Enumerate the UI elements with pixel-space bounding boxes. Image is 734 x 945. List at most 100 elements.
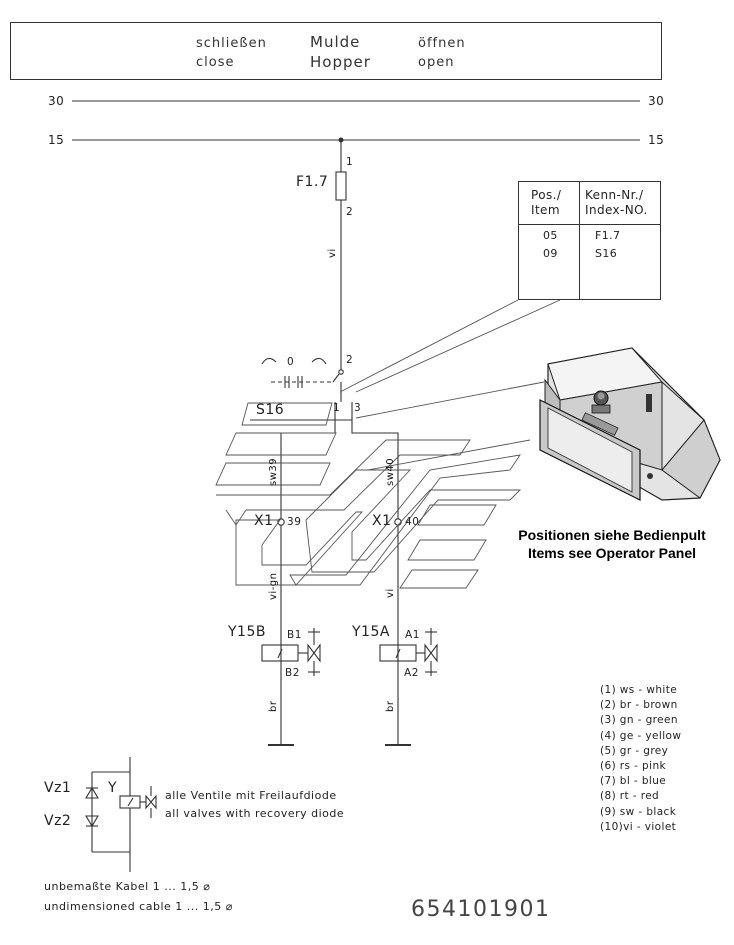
valve-y15b-symbol [307, 643, 321, 663]
fuse-pin-bottom: 2 [346, 206, 354, 218]
wire-vi-top-label: vi [327, 248, 338, 258]
legend-item: (8) rt - red [600, 790, 660, 803]
wire-sw40-label: sw40 [385, 457, 396, 486]
wire-br-left-label: br [268, 700, 279, 712]
switch-pin-3: 3 [354, 402, 362, 414]
valve-y15a-symbol [424, 643, 438, 663]
switch-blade [332, 373, 340, 383]
diode-note-en: all valves with recovery diode [165, 807, 345, 820]
items-table-divider [579, 182, 580, 299]
cable-note-en: undimensioned cable 1 ... 1,5 ⌀ [44, 900, 233, 913]
wire-vi-gn-label: vi-gn [268, 572, 279, 601]
switch-arrow-right [311, 357, 327, 365]
items-table-col1-header-line2: Item [531, 203, 560, 217]
panel-frame-lower [289, 454, 521, 586]
leader-line-2 [339, 299, 519, 393]
terminal-x1-39-pin: 39 [287, 516, 302, 528]
document-number: 654101901 [411, 897, 551, 922]
leader-line-3 [355, 381, 545, 419]
title-open-column: öffnen open [418, 34, 466, 72]
wire-br-right-label: br [385, 700, 396, 712]
coil-y15a-slash [395, 648, 401, 659]
title-hopper-column: Mulde Hopper [310, 32, 371, 72]
title-open-de: öffnen [418, 36, 466, 51]
items-table: Pos./ Item Kenn-Nr./ Index-NO. 05 F1.7 0… [518, 181, 661, 300]
valve-y15b-pin-top: B1 [287, 629, 303, 641]
diode-y-label: Y [108, 780, 118, 796]
wire-sw40-right [351, 420, 399, 745]
title-hopper-en: Hopper [310, 53, 371, 71]
items-table-col2-header-line1: Kenn-Nr./ [585, 188, 644, 202]
switch-pin-2: 2 [346, 354, 354, 366]
panel-frame-left [235, 511, 364, 586]
diode-vz1-label: Vz1 [44, 780, 72, 796]
fuse-f17-symbol [335, 171, 347, 201]
switch-arrow-left [261, 357, 277, 365]
legend-item: (2) br - brown [600, 699, 678, 712]
wire-sw39-label: sw39 [268, 457, 279, 486]
items-table-header [519, 182, 660, 225]
panel-key-6 [399, 569, 479, 589]
valve-y15b-label: Y15B [228, 624, 266, 640]
legend-item: (4) ge - yellow [600, 729, 682, 742]
leader-line-4 [367, 439, 531, 471]
items-table-row-kenn-2: S16 [595, 247, 618, 260]
title-close-en: close [196, 55, 235, 70]
valve-y15a-pin-top: A1 [405, 629, 421, 641]
terminal-x1-39-label: X1 [254, 513, 274, 529]
panel-key-3 [215, 462, 331, 486]
items-table-row-pos-2: 09 [543, 247, 558, 260]
title-open-en: open [418, 55, 455, 70]
rail-30-label-left: 30 [48, 94, 65, 108]
operator-panel-outline [215, 299, 561, 589]
legend-item: (7) bl - blue [600, 775, 667, 788]
panel-frame-top [216, 439, 471, 511]
terminal-x1-40-label: X1 [372, 513, 392, 529]
panel-frame-middle [305, 469, 522, 573]
diode-note-de: alle Ventile mit Freilaufdiode [165, 789, 337, 802]
valve-y15a-pin-bottom: A2 [404, 667, 420, 679]
operator-panel-illustration [539, 347, 721, 501]
items-table-col1-header: Pos./ Item [531, 188, 561, 218]
items-table-row-pos-1: 05 [543, 229, 558, 242]
switch-pin-1: 1 [333, 402, 341, 414]
operator-panel-caption-de: Positionen siehe Bedienpult [518, 527, 706, 543]
switch-s16-label: S16 [256, 402, 285, 418]
legend-item: (10)vi - violet [600, 820, 677, 833]
operator-panel-caption-en: Items see Operator Panel [527, 545, 697, 561]
legend-item: (9) sw - black [600, 805, 677, 818]
rail-15-label-right: 15 [648, 133, 665, 147]
legend-item: (5) gr - grey [600, 744, 669, 757]
panel-key-2 [225, 432, 337, 456]
diode-note-symbol [85, 757, 157, 872]
leader-line-1 [355, 299, 561, 393]
wire-color-legend: (1) ws - white (2) br - brown (3) gn - g… [600, 683, 681, 835]
title-close-de: schließen [196, 36, 267, 51]
title-close-column: schließen close [196, 34, 267, 72]
panel-key-4 [417, 504, 497, 526]
legend-item: (6) rs - pink [600, 760, 666, 773]
panel-key-1 [241, 402, 333, 426]
valve-y15b-pin-bottom: B2 [285, 667, 301, 679]
coil-y15b-slash [277, 648, 283, 659]
items-table-col2-header-line2: Index-NO. [585, 203, 648, 217]
legend-item: (1) ws - white [600, 684, 678, 696]
cable-note-de: unbemaßte Kabel 1 ... 1,5 ⌀ [44, 880, 211, 893]
fuse-pin-top: 1 [346, 156, 354, 168]
items-table-row-kenn-1: F1.7 [595, 229, 621, 242]
switch-position-0: 0 [287, 356, 295, 368]
title-block [10, 22, 662, 80]
wire-vi-label: vi [385, 588, 396, 598]
panel-key-5 [407, 539, 487, 561]
fuse-label: F1.7 [296, 174, 329, 190]
title-hopper-de: Mulde [310, 33, 361, 51]
valve-y15a-label: Y15A [352, 624, 390, 640]
operator-panel-caption: Positionen siehe Bedienpult Items see Op… [496, 526, 728, 562]
items-table-col2-header: Kenn-Nr./ Index-NO. [585, 188, 648, 218]
diode-vz2-label: Vz2 [44, 813, 72, 829]
terminal-x1-40-pin: 40 [405, 516, 420, 528]
legend-item: (3) gn - green [600, 714, 678, 727]
rail-15-label-left: 15 [48, 133, 65, 147]
rail-30-label-right: 30 [648, 94, 665, 108]
